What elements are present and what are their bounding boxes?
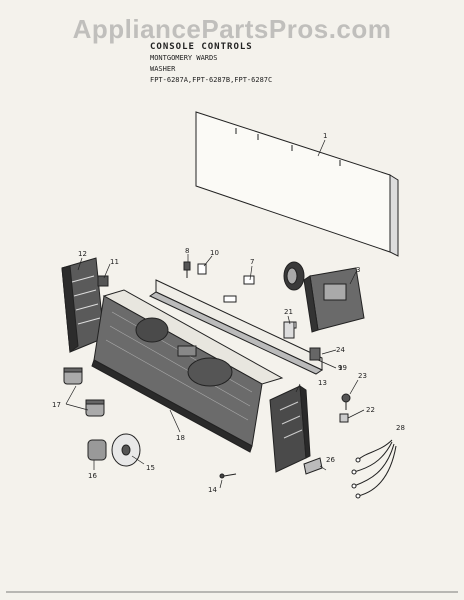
diagram-title: CONSOLE CONTROLS [150, 42, 253, 52]
callout-7: 7 [250, 258, 254, 266]
product-label: WASHER [150, 65, 176, 73]
callout-13: 13 [318, 379, 327, 387]
leader-lines [66, 140, 364, 488]
part-11 [98, 276, 108, 286]
part-23 [342, 394, 350, 410]
callout-16: 16 [88, 472, 97, 480]
callout-8: 8 [185, 247, 189, 255]
part-knob-17b [86, 400, 104, 416]
part-22 [340, 414, 348, 422]
callout-3: 3 [356, 266, 360, 274]
callout-9: 9 [338, 364, 342, 372]
part-wire-harness-28 [352, 440, 396, 498]
callout-21: 21 [284, 308, 293, 316]
callout-18: 18 [176, 434, 185, 442]
callout-23: 23 [358, 372, 367, 380]
part-timer-3 [304, 268, 364, 332]
part-right-end-cap [270, 386, 310, 472]
callout-14: 14 [208, 486, 217, 494]
part-dial-15 [112, 434, 140, 466]
callout-17: 17 [52, 401, 61, 409]
diagram-header: CONSOLE CONTROLS MONTGOMERY WARDS WASHER… [150, 42, 272, 86]
callout-26: 26 [326, 456, 335, 464]
callout-12: 12 [78, 250, 87, 258]
callout-24: 24 [336, 346, 345, 354]
part-26 [304, 458, 322, 474]
callout-1: 1 [323, 132, 327, 140]
part-back-panel [196, 112, 398, 256]
model-numbers: FPT-6287A,FPT-6287B,FPT-6287C [150, 76, 273, 84]
part-screw-9 [184, 262, 190, 278]
part-console-front-panel [92, 290, 282, 452]
part-left-end-cap [62, 258, 104, 352]
part-switch-21 [284, 322, 294, 338]
callout-19: 19 [338, 364, 347, 372]
part-screw-14 [220, 474, 236, 478]
callout-numbers: 1 3 7 8 9 10 11 12 13 14 15 16 17 18 19 … [52, 132, 405, 494]
callout-11: 11 [110, 258, 119, 266]
part-knob-16 [88, 440, 106, 460]
part-knob-17a [64, 368, 82, 384]
part-24 [310, 348, 320, 360]
callout-10: 10 [210, 249, 219, 257]
part-timer-dial [284, 262, 304, 290]
part-control-bracket [150, 276, 322, 374]
brand-label: MONTGOMERY WARDS [150, 54, 218, 62]
callout-15: 15 [146, 464, 155, 472]
watermark: AppliancePartsPros.com [72, 14, 392, 44]
part-clip-10 [198, 264, 206, 274]
callout-22: 22 [366, 406, 375, 414]
callout-28: 28 [396, 424, 405, 432]
